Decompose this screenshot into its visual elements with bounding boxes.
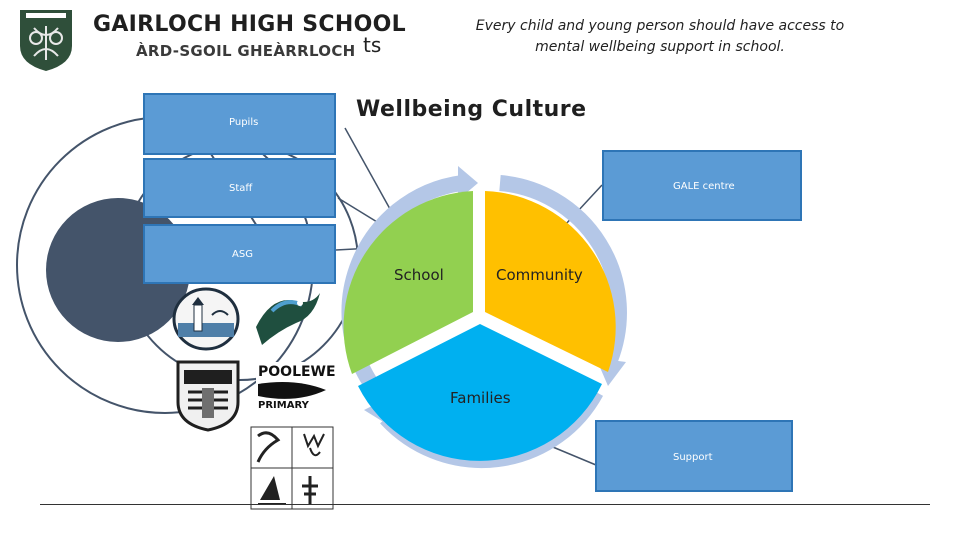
ring-arc-right [499, 175, 627, 363]
pupils-box: Pupils [143, 93, 336, 155]
pupils-box-label: Pupils [229, 117, 259, 128]
crest-badge-icon [176, 360, 240, 432]
families-segment [358, 324, 602, 461]
poolewe-logo-icon: POOLEWE PRIMARY [256, 362, 336, 422]
asg-box-label: ASG [232, 249, 253, 260]
wellbeing-culture-title: Wellbeing Culture [356, 97, 587, 122]
support-box: Support [595, 420, 793, 492]
ring-arrow-top-icon [458, 166, 478, 200]
lighthouse-badge-icon [172, 287, 240, 351]
school-segment [343, 191, 473, 374]
gale-centre-box-label: GALE centre [673, 181, 735, 192]
school-name-heading: GAIRLOCH HIGH SCHOOL [93, 12, 406, 37]
staff-box-label: Staff [229, 183, 253, 194]
wellbeing-cycle-diagram [341, 166, 627, 469]
bird-badge-icon [256, 293, 320, 345]
poolewe-logo-line2: PRIMARY [258, 400, 309, 411]
school-crest-icon [20, 10, 72, 71]
school-segment-label: School [394, 266, 444, 284]
staff-box: Staff [143, 158, 336, 218]
fragment-text: ts [363, 33, 382, 57]
support-box-label: Support [673, 452, 713, 463]
families-segment-label: Families [450, 389, 511, 407]
wellbeing-quote: Every child and young person should have… [475, 18, 845, 55]
poolewe-logo-line1: POOLEWE [258, 364, 336, 380]
community-segment-label: Community [496, 266, 583, 284]
quad-emblem-icon [250, 426, 334, 510]
bottom-rule-line [40, 504, 930, 505]
gale-centre-box: GALE centre [602, 150, 802, 221]
asg-box: ASG [143, 224, 336, 284]
school-name-gaelic: ÀRD-SGOIL GHEÀRRLOCH [136, 42, 356, 60]
community-segment [485, 191, 616, 372]
